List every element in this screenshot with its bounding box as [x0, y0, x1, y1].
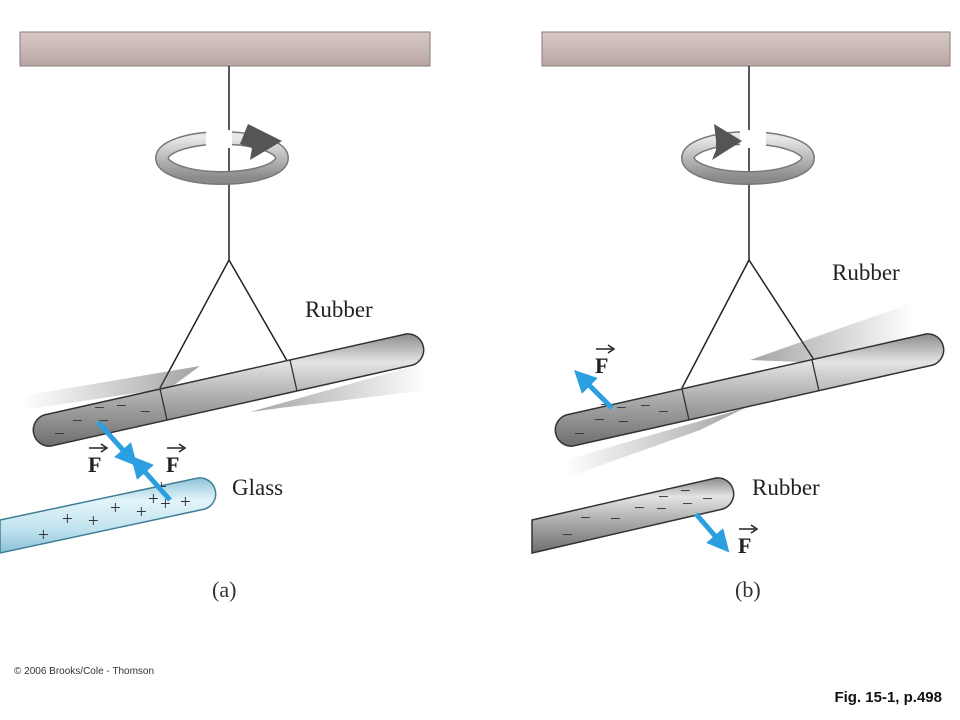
charge-label: − [680, 481, 691, 502]
charge-label: − [574, 424, 585, 445]
force-arrow-a-upper [96, 420, 138, 467]
force-symbol: F [88, 452, 101, 477]
charge-label: − [94, 398, 105, 419]
force-arrow-a-lower [130, 455, 172, 502]
rubber-label-b-lower: Rubber [752, 475, 820, 500]
charge-label: − [658, 402, 669, 423]
rubber-rod-b-lower-charges: − − − − − − − − − [562, 481, 713, 546]
charge-label: − [140, 402, 151, 423]
charge-label: + [110, 498, 121, 519]
charge-label: − [562, 525, 573, 546]
charge-label: − [616, 398, 627, 419]
charge-label: − [610, 509, 621, 530]
charge-label: − [634, 498, 645, 519]
panel-b: − − − − − − − − − − − − − − − − [531, 31, 951, 602]
copyright-text: © 2006 Brooks/Cole - Thomson [14, 666, 154, 677]
motion-blur-b-left [565, 408, 745, 478]
figure-reference: Fig. 15-1, p.498 [834, 689, 942, 706]
rubber-rod-a [32, 333, 425, 447]
clockwise-arrow-icon [681, 124, 815, 185]
sling-a [159, 258, 291, 389]
motion-blur-a-left [22, 366, 200, 410]
charge-label: − [594, 410, 605, 431]
charge-label: + [136, 502, 147, 523]
charge-label: − [702, 489, 713, 510]
charge-label: − [580, 508, 591, 529]
charge-label: − [618, 412, 629, 433]
charge-label: − [98, 411, 109, 432]
rubber-rod-b-charges: − − − − − − − [574, 395, 669, 445]
charge-label: + [88, 511, 99, 532]
rubber-label-b-upper: Rubber [832, 260, 900, 285]
glass-label-a: Glass [232, 475, 283, 500]
force-label-b-upper: F [595, 344, 616, 378]
ceiling-a [19, 31, 431, 67]
rubber-rod-b-lower [531, 477, 735, 554]
rubber-label-a: Rubber [305, 297, 373, 322]
charge-label: − [54, 424, 65, 445]
charge-label: + [160, 494, 171, 515]
ceiling-b [541, 31, 951, 67]
force-label-b-lower: F [738, 524, 759, 558]
charge-label: − [600, 395, 611, 416]
charge-label: − [656, 499, 667, 520]
glass-rod-a [0, 477, 217, 554]
panel-a: − − − − − − + + + + + + + + + F [0, 31, 431, 602]
force-arrow-b-lower [694, 512, 730, 553]
charge-label: − [640, 396, 651, 417]
force-symbol: F [738, 533, 751, 558]
charge-label: − [72, 411, 83, 432]
force-arrow-b-upper [574, 370, 614, 410]
charge-label: − [682, 494, 693, 515]
charge-label: + [180, 492, 191, 513]
force-symbol: F [166, 452, 179, 477]
motion-blur-a-right [250, 362, 428, 412]
force-label-a-lower: F [166, 443, 187, 477]
charge-label: − [658, 487, 669, 508]
charge-label: + [38, 525, 49, 546]
charge-label: + [62, 509, 73, 530]
charge-label: + [148, 489, 159, 510]
counterclockwise-arrow-icon [155, 124, 289, 185]
caption-b: (b) [735, 577, 761, 602]
sling-b [681, 258, 819, 389]
caption-a: (a) [212, 577, 236, 602]
rubber-rod-a-charges: − − − − − − [54, 396, 151, 445]
charge-label: − [116, 396, 127, 417]
force-label-a-upper: F [88, 443, 109, 477]
force-symbol: F [595, 353, 608, 378]
rubber-rod-b [554, 333, 945, 447]
